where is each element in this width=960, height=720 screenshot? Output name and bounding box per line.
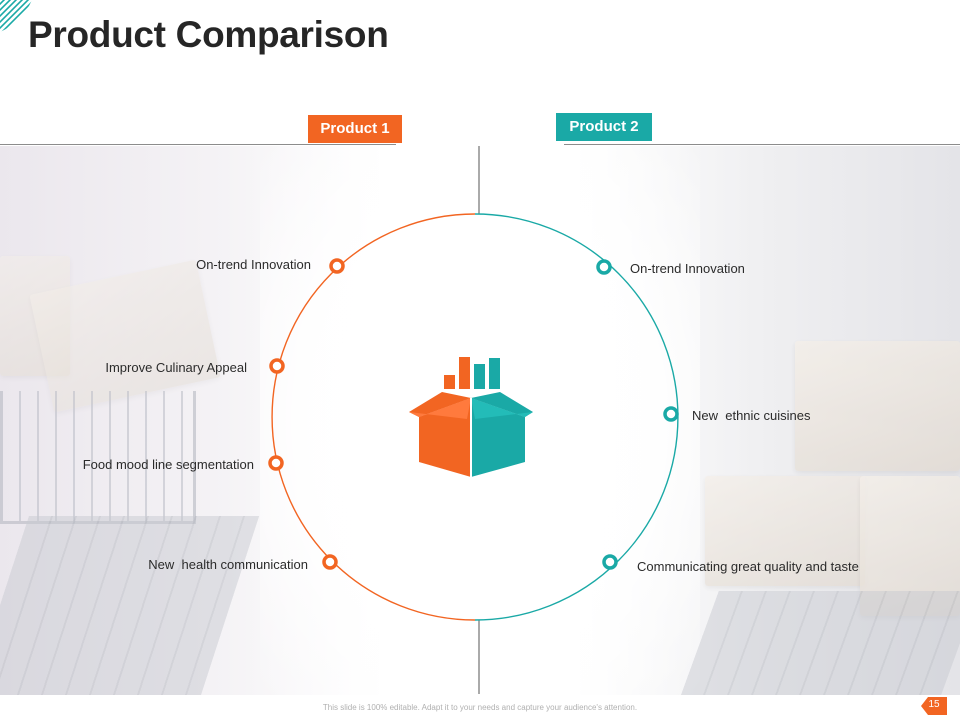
page-number-badge — [921, 697, 947, 715]
product-1-marker — [269, 358, 285, 374]
product-1-marker — [329, 258, 345, 274]
corner-stripes-decoration — [0, 0, 32, 32]
product-1-marker — [322, 554, 338, 570]
product-1-feature-2: Improve Culinary Appeal — [105, 360, 247, 375]
page-number: 15 — [928, 699, 940, 710]
product-2-feature-3: Communicating great quality and taste — [637, 559, 859, 574]
background-box-right-2 — [705, 476, 865, 586]
product-2-feature-1: On-trend Innovation — [630, 261, 745, 276]
product-1-arc — [271, 213, 476, 621]
product-2-rule — [564, 144, 960, 145]
product-1-badge: Product 1 — [308, 115, 402, 143]
footer-note: This slide is 100% editable. Adapt it to… — [322, 703, 638, 712]
box-with-bar-chart-icon — [409, 357, 533, 477]
product-2-marker — [596, 259, 612, 275]
product-2-badge: Product 2 — [556, 113, 652, 141]
product-1-marker — [268, 455, 284, 471]
product-1-rule — [0, 144, 396, 145]
background-box-right-1 — [795, 341, 960, 471]
product-1-feature-1: On-trend Innovation — [196, 257, 311, 272]
product-2-marker — [663, 406, 679, 422]
product-2-feature-2: New ethnic cuisines — [692, 408, 811, 423]
product-1-feature-3: Food mood line segmentation — [82, 457, 254, 472]
product-1-feature-4: New health communication — [148, 557, 308, 572]
product-2-marker — [602, 554, 618, 570]
page-title: Product Comparison — [28, 14, 389, 55]
